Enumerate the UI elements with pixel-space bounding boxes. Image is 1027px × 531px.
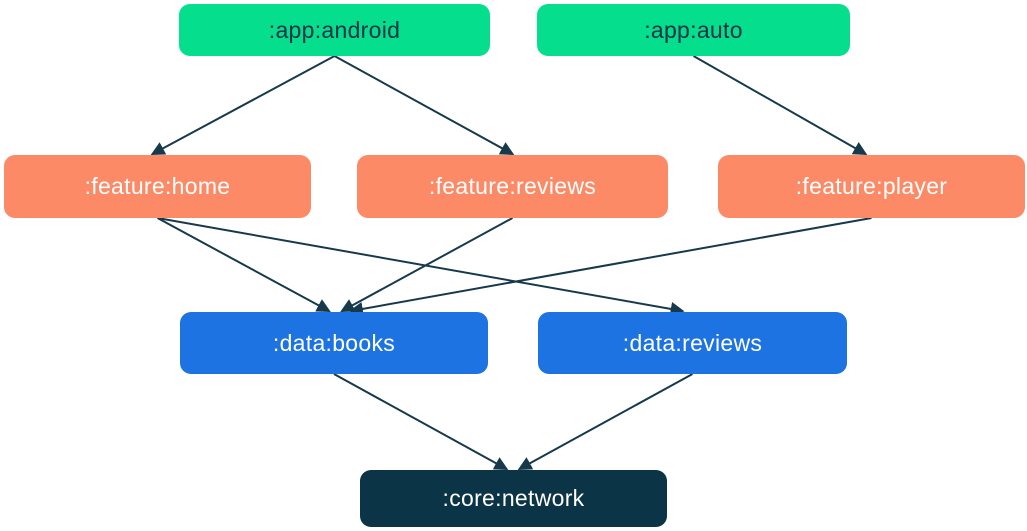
node-feature-reviews: :feature:reviews bbox=[357, 155, 668, 218]
node-app-android: :app:android bbox=[179, 4, 490, 56]
edge-feature-home-to-data-reviews bbox=[157, 217, 685, 316]
node-core-network: :core:network bbox=[360, 470, 667, 527]
edge-feature-home-to-data-books bbox=[157, 217, 331, 313]
node-data-books: :data:books bbox=[180, 312, 488, 374]
node-label: :feature:home bbox=[84, 173, 231, 199]
node-label: :app:android bbox=[268, 16, 401, 43]
edge-feature-reviews-to-data-books bbox=[340, 217, 513, 313]
edge-app-auto-to-feature-player bbox=[693, 55, 868, 156]
node-label: :app:auto bbox=[644, 16, 743, 43]
edge-app-android-to-feature-home bbox=[150, 55, 335, 155]
edge-lines bbox=[150, 55, 872, 471]
node-label: :data:reviews bbox=[622, 329, 763, 356]
node-label: :data:books bbox=[272, 329, 396, 356]
node-label: :feature:reviews bbox=[428, 173, 597, 199]
node-app-auto: :app:auto bbox=[537, 4, 850, 56]
edge-data-reviews-to-core-network bbox=[517, 373, 693, 471]
node-data-reviews: :data:reviews bbox=[538, 312, 847, 374]
edge-data-books-to-core-network bbox=[333, 373, 509, 471]
edge-app-android-to-feature-reviews bbox=[334, 55, 515, 156]
node-label: :feature:player bbox=[795, 173, 948, 199]
node-feature-home: :feature:home bbox=[4, 155, 311, 218]
edge-feature-player-to-data-books bbox=[348, 217, 872, 316]
node-feature-player: :feature:player bbox=[718, 155, 1025, 218]
node-label: :core:network bbox=[442, 485, 585, 511]
